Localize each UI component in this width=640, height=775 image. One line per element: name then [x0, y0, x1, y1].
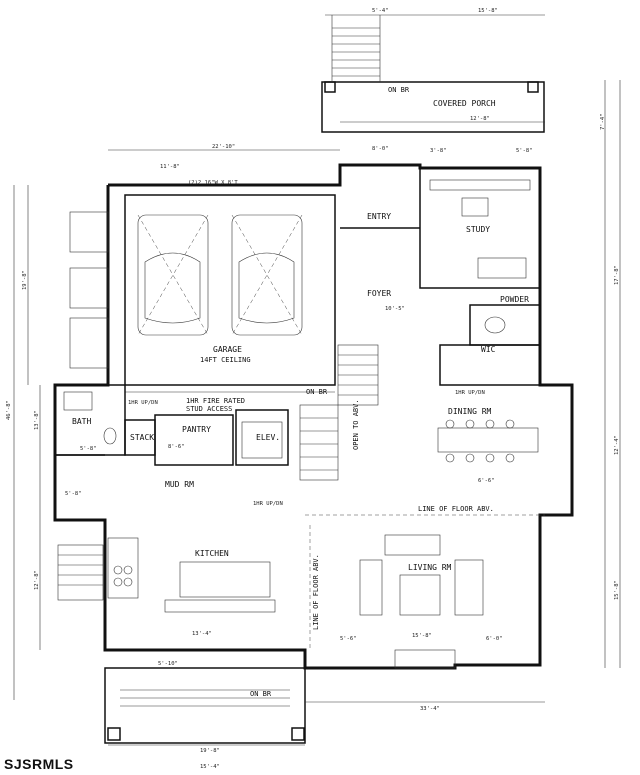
note-on-br-garage: ON BR — [306, 388, 328, 396]
dim-living-a: 5'-6" — [340, 636, 357, 642]
label-dining: DINING RM — [448, 407, 492, 416]
kitchen — [57, 537, 276, 613]
dim-pantry-w: 8'-6" — [168, 444, 185, 450]
dim-left-total: 46'-8" — [6, 400, 12, 420]
dim-foyer-w: 10'-5" — [385, 306, 405, 312]
dim-kitchen-w: 13'-4" — [192, 631, 212, 637]
note-one-hr-mid: 1HR UP/DN — [253, 501, 283, 507]
note-line-floor: LINE OF FLOOR ABV. — [418, 505, 494, 513]
label-foyer: FOYER — [367, 289, 391, 298]
note-open-abv: OPEN TO ABV. — [352, 399, 360, 450]
service-rooms — [54, 384, 289, 466]
garage — [124, 194, 336, 393]
label-garage: GARAGE — [213, 345, 242, 354]
label-study: STUDY — [466, 225, 490, 234]
dim-living-w: 15'-8" — [412, 633, 432, 639]
label-mud: MUD RM — [165, 480, 194, 489]
dim-dining-w: 6'-6" — [478, 478, 495, 484]
label-bath: BATH — [72, 417, 91, 426]
dimension-lines — [13, 80, 621, 746]
dim-bottom-c: 19'-8" — [200, 748, 220, 754]
dim-right-b: 17'-8" — [614, 265, 620, 285]
dim-porch-a: 12'-8" — [470, 116, 490, 122]
dim-bottom-a: 5'-10" — [158, 661, 178, 667]
note-on-br-bottom: ON BR — [250, 690, 272, 698]
dim-right-d: 15'-8" — [614, 580, 620, 600]
note-one-hr-dining: 1HR UP/DN — [455, 390, 485, 396]
covered-porch — [321, 14, 545, 133]
label-powder: POWDER — [500, 295, 529, 304]
dim-living-b: 6'-0" — [486, 636, 503, 642]
dim-right-c: 12'-4" — [614, 435, 620, 455]
label-covered-porch: COVERED PORCH — [433, 99, 496, 108]
dim-top-a: 5'-4" — [372, 8, 389, 14]
rear-porch — [104, 667, 306, 744]
dim-study-w: 3'-8" — [430, 148, 447, 154]
dim-g-seg: 11'-8" — [160, 164, 180, 170]
dim-left-a: 19'-8" — [22, 270, 28, 290]
dim-top-b: 15'-8" — [478, 8, 498, 14]
note-on-br-top: ON BR — [388, 86, 410, 94]
label-kitchen: KITCHEN — [195, 549, 229, 558]
label-stack: STACK — [130, 433, 154, 442]
note-one-hr-top: 1HR UP/DN — [128, 400, 158, 406]
dim-bottom-b: 33'-4" — [420, 706, 440, 712]
dim-mud-a: 5'-8" — [65, 491, 82, 497]
note-line-floor-left: LINE OF FLOOR ABV. — [312, 554, 320, 630]
label-living: LIVING RM — [408, 563, 452, 572]
label-wic: WIC — [481, 345, 496, 354]
watermark: SJSRMLS — [4, 756, 74, 772]
dim-g-width: 22'-10" — [212, 144, 235, 150]
dim-bottom-d: 15'-4" — [200, 764, 220, 770]
label-elev: ELEV. — [256, 433, 280, 442]
dim-porch-b: 8'-0" — [372, 146, 389, 152]
dining-room — [305, 419, 545, 516]
note-fire-rated: 1HR FIRE RATED — [186, 397, 245, 405]
dim-right-a: 7'-4" — [600, 113, 606, 130]
main-stairs — [299, 344, 379, 481]
dim-left-c: 12'-8" — [34, 570, 40, 590]
note-stud-access: STUD ACCESS — [186, 405, 232, 413]
dim-bath-w: 5'-8" — [80, 446, 97, 452]
left-storage — [69, 211, 109, 369]
label-entry: ENTRY — [367, 212, 391, 221]
entry-study-area — [340, 167, 541, 386]
label-pantry: PANTRY — [182, 425, 211, 434]
living-room — [309, 525, 484, 669]
note-header-garage: (2)2 16"W X 8'T — [188, 180, 238, 186]
dim-study-h: 5'-8" — [516, 148, 533, 154]
dim-left-b: 13'-8" — [34, 410, 40, 430]
label-ceiling: 14FT CEILING — [200, 356, 251, 364]
